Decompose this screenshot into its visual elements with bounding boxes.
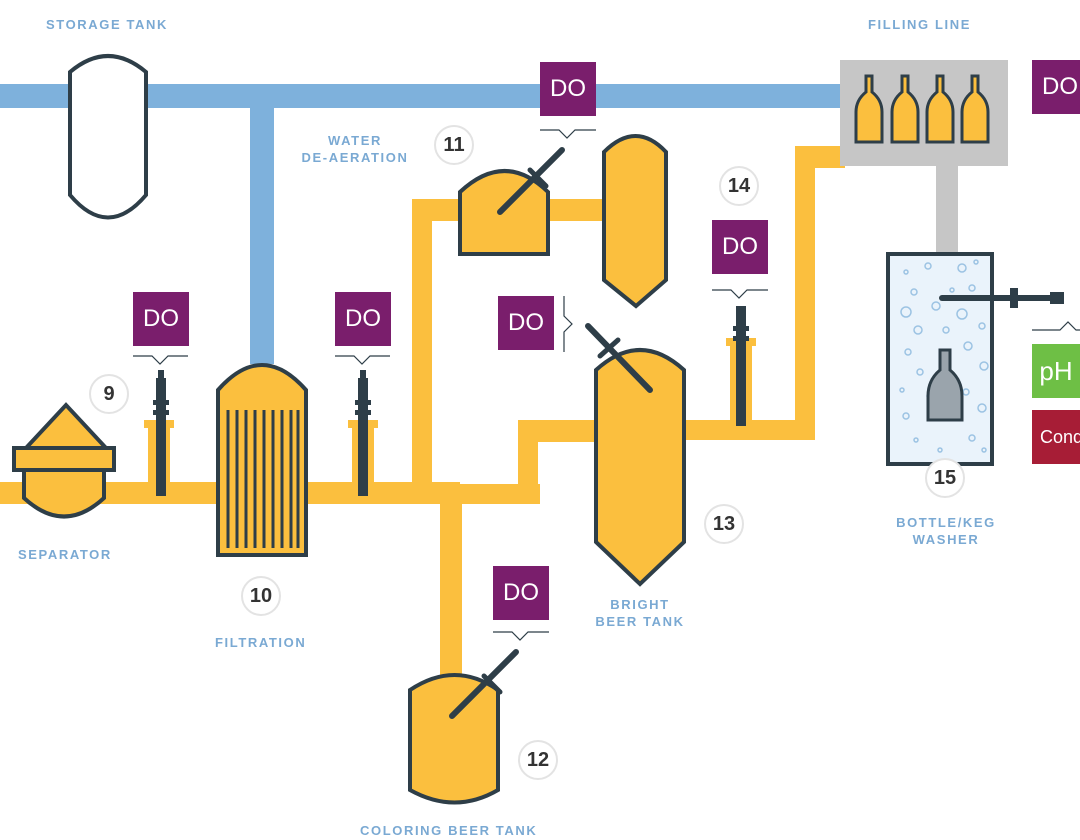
do-tag-13: DO <box>498 296 554 350</box>
probe-filter <box>358 378 368 496</box>
probe-13 <box>585 323 653 393</box>
deaeration-column <box>602 134 668 309</box>
do-tag-14: DO <box>712 220 768 274</box>
sensor-probes <box>153 147 1064 719</box>
beer-mid-line <box>518 420 618 442</box>
bottle-keg-washer-label: BOTTLE/KEG WASHER <box>888 514 1004 548</box>
step-10: 10 <box>241 576 281 616</box>
bright-beer-tank-label: BRIGHT BEER TANK <box>590 596 690 630</box>
cond-tag-15: Cond <box>1032 410 1080 464</box>
bright-beer-tank-line-2: BEER TANK <box>595 614 685 629</box>
probe-11 <box>497 147 565 215</box>
coloring-beer-tank <box>408 673 500 805</box>
deaeration-vessel <box>458 169 550 256</box>
step-9: 9 <box>89 374 129 414</box>
step-11: 11 <box>434 125 474 165</box>
filtration-unit <box>216 363 308 557</box>
do-tag-12: DO <box>493 566 549 620</box>
coloring-beer-tank-label: COLORING BEER TANK <box>360 823 538 838</box>
probe-14 <box>736 306 746 426</box>
storage-tank-label: STORAGE TANK <box>46 17 169 32</box>
water-deaeration-line-2: DE-AERATION <box>301 150 409 165</box>
step-12: 12 <box>518 740 558 780</box>
filtration-label: FILTRATION <box>215 635 307 650</box>
storage-tank <box>68 54 148 220</box>
bottle-keg-washer-line-2: WASHER <box>912 532 980 547</box>
water-deaeration-line-1: WATER <box>328 133 382 148</box>
do-tag-filling-line: DO <box>1032 60 1080 114</box>
do-tag-11: DO <box>540 62 596 116</box>
probe-12 <box>449 649 519 719</box>
step-14: 14 <box>719 166 759 206</box>
do-tag-filtration: DO <box>335 292 391 346</box>
do-tag-9: DO <box>133 292 189 346</box>
water-deaeration-label: WATER DE-AERATION <box>296 132 414 166</box>
bright-beer-tank-line-1: BRIGHT <box>610 597 670 612</box>
beer-riser-right <box>795 146 815 440</box>
ph-tag-15: pH <box>1032 344 1080 398</box>
bright-beer-tank <box>594 348 686 587</box>
step-15: 15 <box>925 458 965 498</box>
beer-branch-lower <box>440 484 540 504</box>
tag-callouts <box>133 129 1080 641</box>
probe-9 <box>156 378 166 496</box>
beer-to-filler <box>795 146 845 168</box>
bottle-keg-washer <box>886 252 994 466</box>
washer-bottle <box>926 348 964 422</box>
filling-line-label: FILLING LINE <box>868 17 971 32</box>
beer-riser-left <box>412 199 432 494</box>
separator-label: SEPARATOR <box>18 547 112 562</box>
beer-riser-mid <box>518 440 538 502</box>
beer-drop-coloring <box>440 500 462 695</box>
water-drop-pipe <box>250 84 274 364</box>
filling-line-unit <box>840 60 1008 256</box>
step-13: 13 <box>704 504 744 544</box>
separator <box>12 402 116 519</box>
bottle-keg-washer-line-1: BOTTLE/KEG <box>896 515 996 530</box>
